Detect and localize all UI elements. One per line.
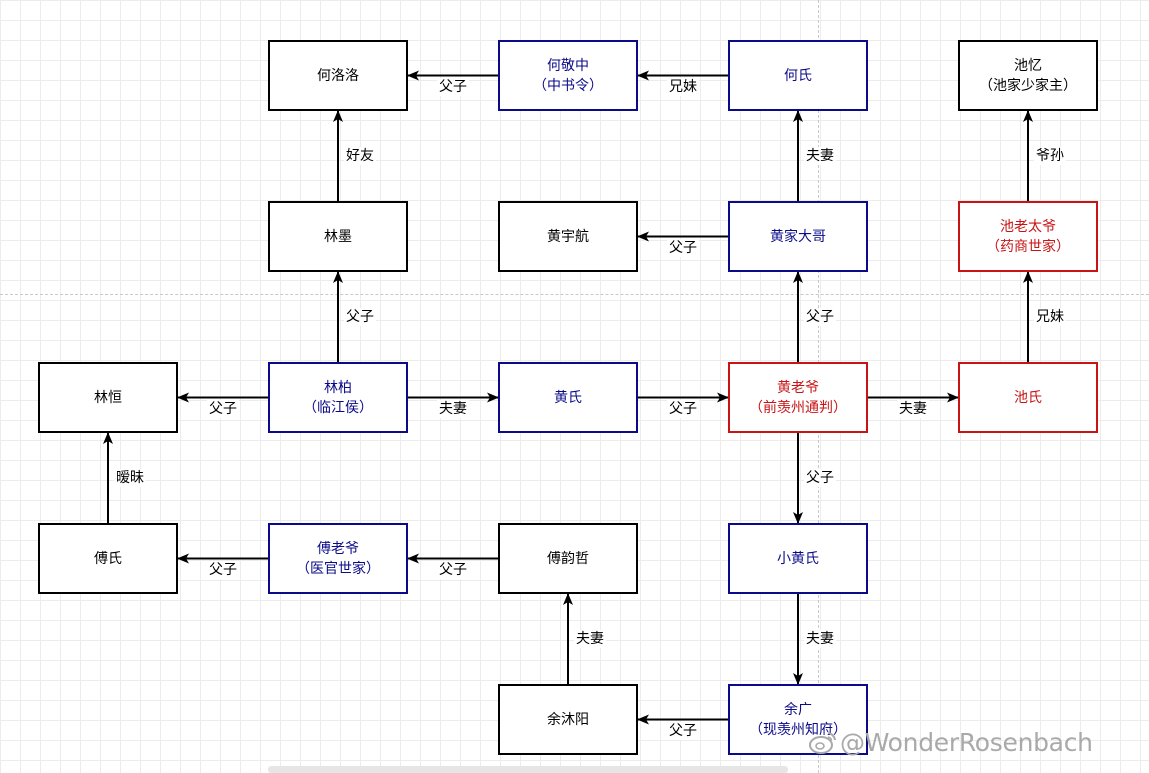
node-line: （医官世家） bbox=[296, 560, 380, 577]
node-line: 池老太爷 bbox=[1000, 218, 1056, 235]
node-line: 何洛洛 bbox=[317, 67, 359, 84]
edge-label: 父子 bbox=[207, 399, 239, 418]
node-line: （临江侯） bbox=[303, 399, 373, 416]
edge-label: 父子 bbox=[667, 238, 699, 257]
node-line: 黄氏 bbox=[554, 389, 582, 406]
node-line: （药商世家） bbox=[986, 238, 1070, 255]
edge-label: 夫妻 bbox=[897, 399, 929, 418]
edge-label: 父子 bbox=[804, 469, 836, 487]
node-line: 林墨 bbox=[324, 228, 352, 245]
horizontal-scrollbar[interactable] bbox=[268, 766, 788, 773]
node-lin-mo[interactable]: 林墨 bbox=[268, 201, 408, 272]
edge-label: 暧昧 bbox=[114, 469, 146, 487]
node-line: 何敬中 bbox=[547, 57, 589, 74]
node-fu-yunzhe[interactable]: 傅韵哲 bbox=[498, 523, 638, 594]
node-huang-laoye[interactable]: 黄老爷 （前羡州通判） bbox=[728, 362, 868, 433]
weibo-watermark: @WonderRosenbach bbox=[808, 728, 1093, 757]
edge-label: 好友 bbox=[344, 147, 376, 165]
node-he-luoluo[interactable]: 何洛洛 bbox=[268, 40, 408, 111]
node-yu-muyang[interactable]: 余沐阳 bbox=[498, 684, 638, 755]
node-line: 傅老爷 bbox=[317, 540, 359, 557]
node-line: 林柏 bbox=[324, 379, 352, 396]
edge-label: 父子 bbox=[804, 308, 836, 326]
node-xiao-huangshi[interactable]: 小黄氏 bbox=[728, 523, 868, 594]
node-lin-bai[interactable]: 林柏 （临江侯） bbox=[268, 362, 408, 433]
weibo-logo-icon bbox=[809, 732, 836, 754]
node-lin-heng[interactable]: 林恒 bbox=[38, 362, 178, 433]
node-huang-jiadage[interactable]: 黄家大哥 bbox=[728, 201, 868, 272]
node-line: （前羡州通判） bbox=[749, 399, 847, 416]
node-chi-yi[interactable]: 池忆 （池家少家主） bbox=[958, 40, 1098, 111]
edge-label: 父子 bbox=[207, 560, 239, 579]
edge-label: 夫妻 bbox=[804, 147, 836, 165]
node-he-shi[interactable]: 何氏 bbox=[728, 40, 868, 111]
node-line: 池氏 bbox=[1014, 389, 1042, 406]
canvas-guide-horizontal bbox=[0, 294, 1149, 295]
node-line: 余广 bbox=[784, 701, 812, 718]
node-line: 林恒 bbox=[94, 389, 122, 406]
node-line: （中书令） bbox=[533, 77, 603, 94]
watermark-text: @WonderRosenbach bbox=[840, 728, 1093, 757]
node-line: 黄家大哥 bbox=[770, 228, 826, 245]
edge-label: 兄妹 bbox=[667, 77, 699, 96]
edge-label: 父子 bbox=[667, 721, 699, 740]
edge-label: 父子 bbox=[667, 399, 699, 418]
node-line: 黄宇航 bbox=[547, 228, 589, 245]
node-line: 傅韵哲 bbox=[547, 550, 589, 567]
edge-label: 父子 bbox=[437, 560, 469, 579]
node-line: 池忆 bbox=[1014, 57, 1042, 74]
node-line: 余沐阳 bbox=[547, 711, 589, 728]
node-huang-shi[interactable]: 黄氏 bbox=[498, 362, 638, 433]
node-line: （现羡州知府） bbox=[749, 721, 847, 738]
edge-label: 夫妻 bbox=[804, 630, 836, 648]
node-line: 傅氏 bbox=[94, 550, 122, 567]
node-huang-yuhang[interactable]: 黄宇航 bbox=[498, 201, 638, 272]
node-fu-laoye[interactable]: 傅老爷 （医官世家） bbox=[268, 523, 408, 594]
edge-label: 兄妹 bbox=[1034, 308, 1066, 326]
node-he-jingzhong[interactable]: 何敬中 （中书令） bbox=[498, 40, 638, 111]
node-line: （池家少家主） bbox=[979, 77, 1077, 94]
edge-label: 夫妻 bbox=[437, 399, 469, 418]
node-line: 何氏 bbox=[784, 67, 812, 84]
node-line: 小黄氏 bbox=[777, 550, 819, 567]
edge-label: 父子 bbox=[344, 308, 376, 326]
node-yu-guang[interactable]: 余广 （现羡州知府） bbox=[728, 684, 868, 755]
edge-label: 爷孙 bbox=[1034, 147, 1066, 165]
node-fu-shi[interactable]: 傅氏 bbox=[38, 523, 178, 594]
edge-label: 夫妻 bbox=[574, 630, 606, 648]
node-chi-shi[interactable]: 池氏 bbox=[958, 362, 1098, 433]
node-line: 黄老爷 bbox=[777, 379, 819, 396]
edge-label: 父子 bbox=[437, 77, 469, 96]
node-chi-laotaiye[interactable]: 池老太爷 （药商世家） bbox=[958, 201, 1098, 272]
